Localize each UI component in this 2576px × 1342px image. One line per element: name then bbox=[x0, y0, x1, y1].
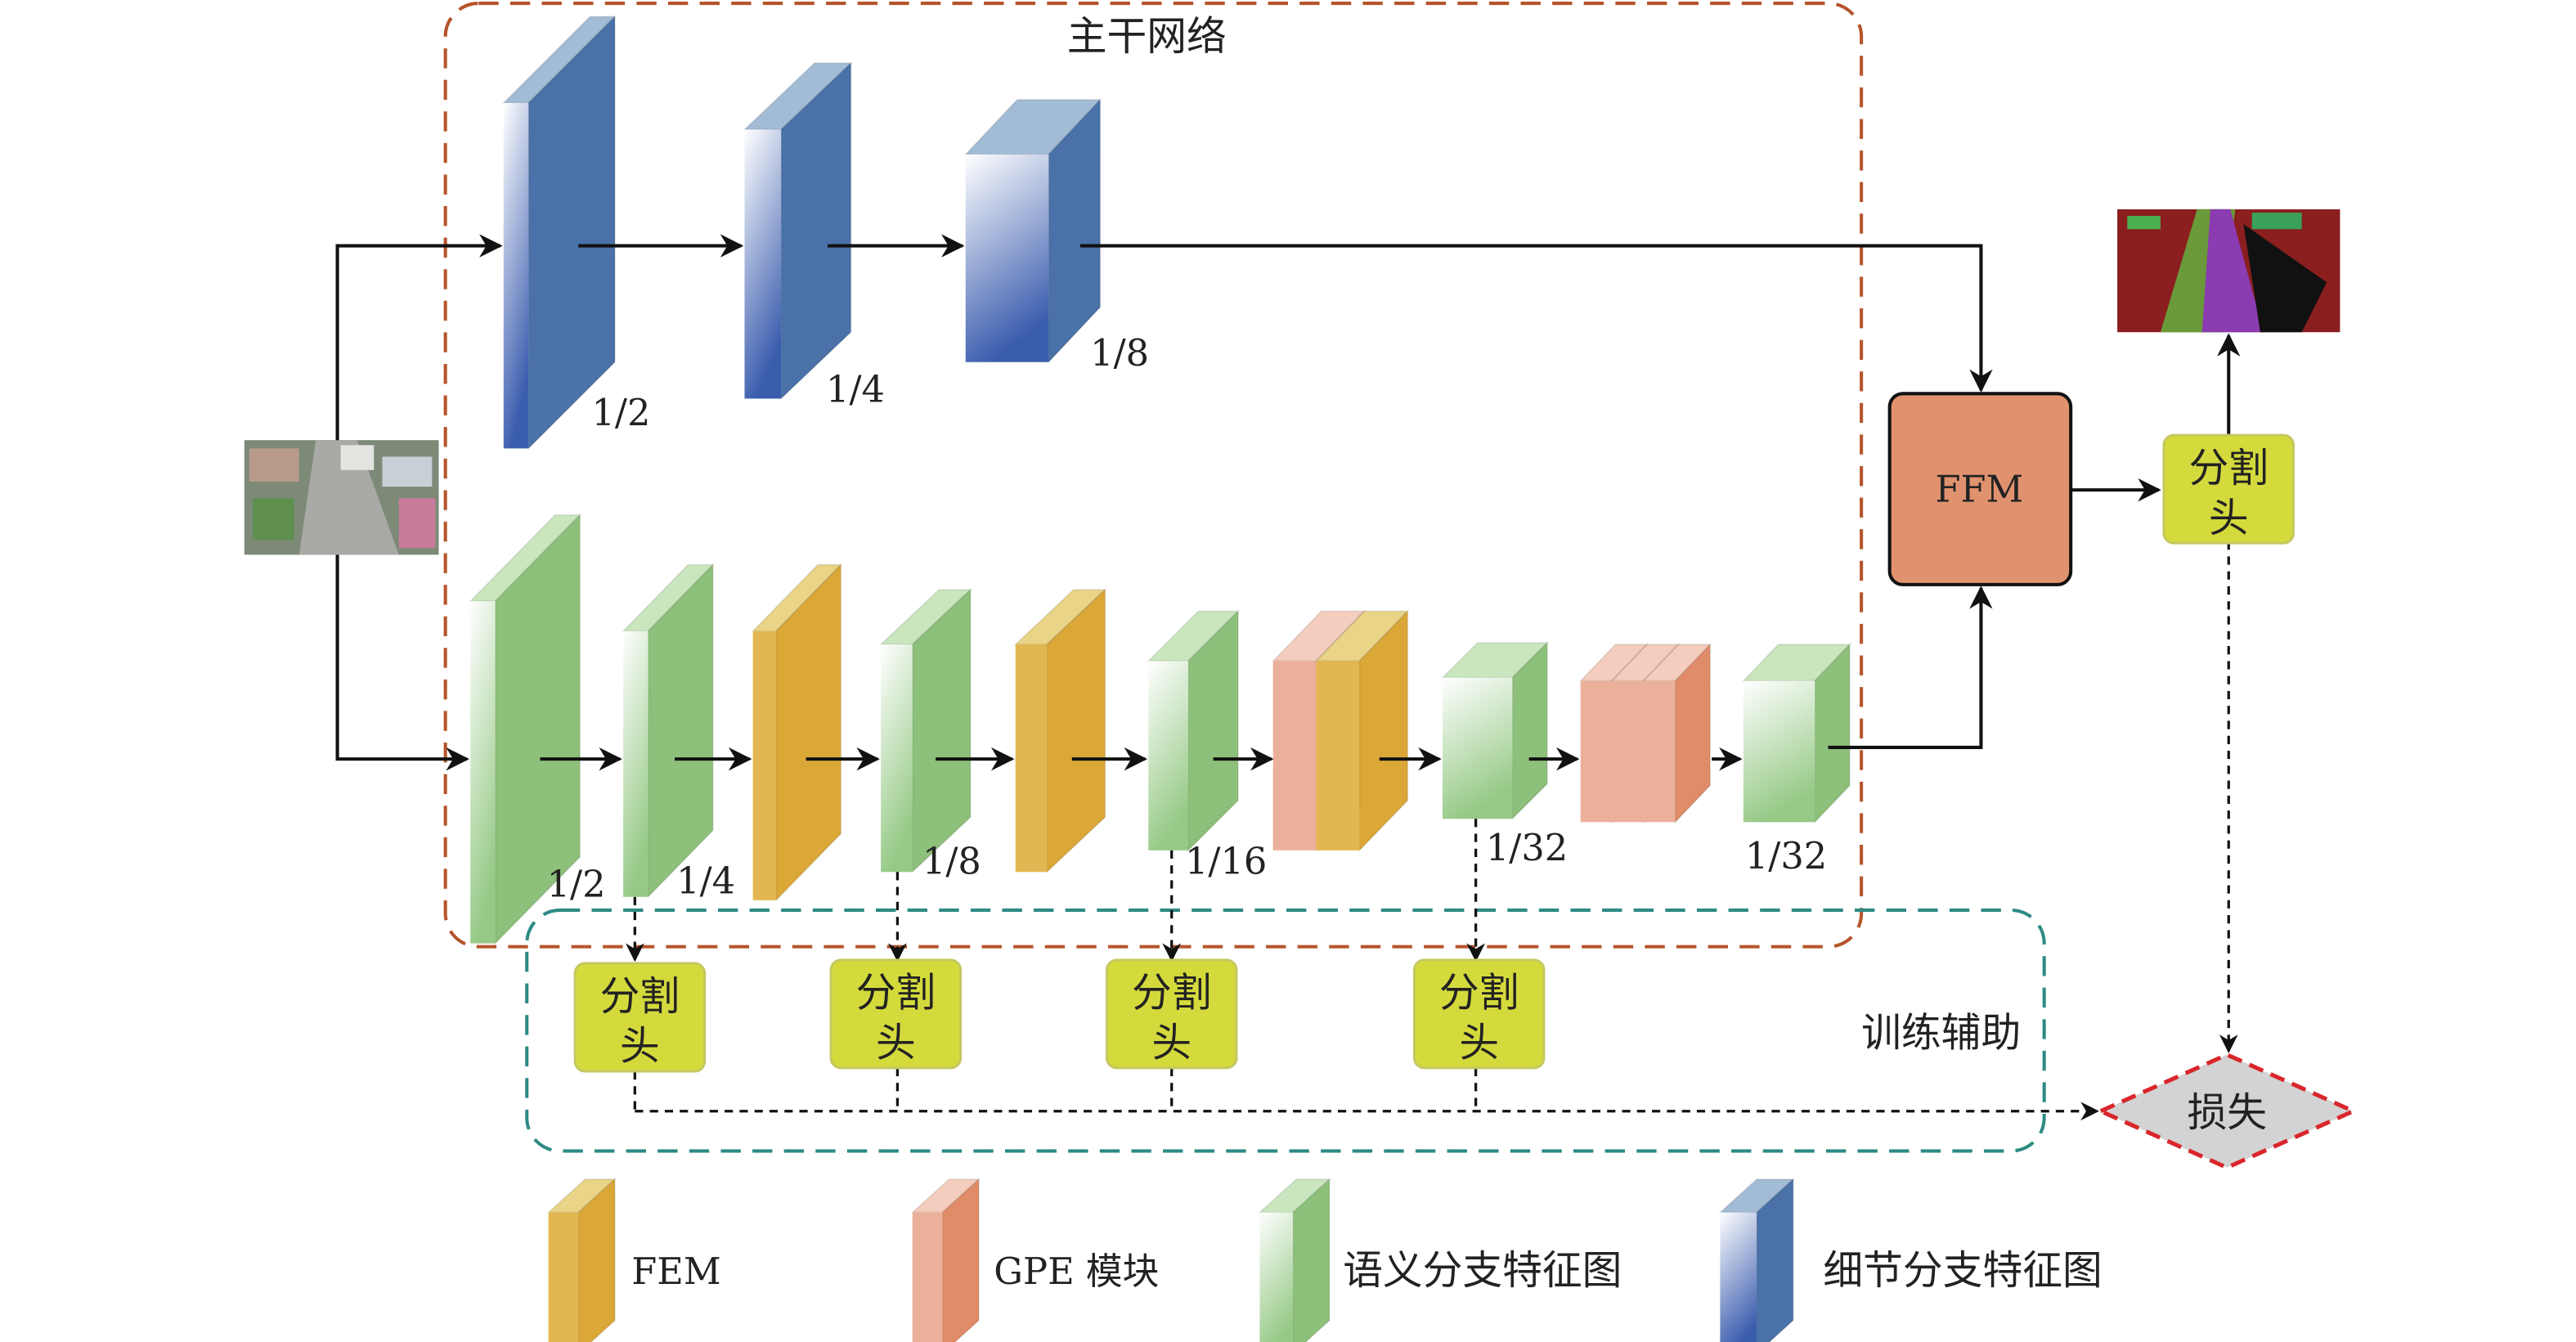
seg-head-aux-2: 分割头 bbox=[829, 958, 963, 1070]
loss-node: 损失 bbox=[2095, 1052, 2358, 1170]
ffm-module: FFM bbox=[1887, 392, 2073, 586]
backbone-region bbox=[443, 2, 1864, 949]
semantic-feature-map-3 bbox=[878, 587, 973, 874]
seg-head-label-line2: 头 bbox=[620, 1024, 660, 1070]
detail-scale-3: 1/8 bbox=[1090, 332, 1149, 375]
semantic-feature-map-4 bbox=[1146, 608, 1241, 853]
legend-fem-icon bbox=[546, 1177, 617, 1342]
legend-detail-icon bbox=[1717, 1177, 1796, 1342]
seg-head-label-line1: 分割 bbox=[2188, 446, 2269, 491]
seg-head-label-line2: 头 bbox=[1459, 1021, 1499, 1066]
gpe-block-2c bbox=[1641, 642, 1712, 824]
seg-head-label-line2: 头 bbox=[1151, 1021, 1192, 1066]
detail-feature-map-2 bbox=[742, 61, 854, 401]
output-segmentation-image bbox=[2117, 209, 2340, 333]
semantic-feature-map-5 bbox=[1440, 640, 1550, 821]
aux-training-title: 训练辅助 bbox=[1861, 1011, 2021, 1057]
fem-block-1 bbox=[751, 563, 843, 903]
legend-gpe-icon bbox=[910, 1177, 981, 1342]
detail-feature-map-1 bbox=[501, 14, 617, 451]
seg-head-label-line1: 分割 bbox=[600, 974, 680, 1020]
seg-head-label-line1: 分割 bbox=[1132, 971, 1212, 1017]
legend-semantic-label: 语义分支特征图 bbox=[1343, 1248, 1622, 1294]
seg-head-aux-1: 分割头 bbox=[573, 962, 707, 1073]
seg-head-label-line1: 分割 bbox=[856, 971, 936, 1017]
seg-head-aux-4: 分割头 bbox=[1412, 958, 1546, 1070]
legend-gpe-label: GPE 模块 bbox=[994, 1250, 1159, 1293]
semantic-feature-map-2 bbox=[621, 563, 716, 900]
seg-head-main: 分割头 bbox=[2162, 433, 2296, 545]
aux-dashed-connectors bbox=[625, 541, 2238, 1121]
semantic-scale-2: 1/4 bbox=[676, 860, 735, 903]
fem-block-2 bbox=[1013, 587, 1108, 874]
detail-scale-2: 1/4 bbox=[826, 369, 885, 411]
semantic-feature-map-6 bbox=[1741, 642, 1852, 824]
seg-head-aux-3: 分割头 bbox=[1105, 958, 1238, 1070]
seg-head-label-line2: 头 bbox=[876, 1021, 916, 1066]
semantic-scale-4: 1/16 bbox=[1185, 840, 1267, 882]
backbone-title: 主干网络 bbox=[1067, 14, 1227, 60]
legend-fem-label: FEM bbox=[631, 1250, 720, 1293]
fem-block-3 bbox=[1314, 608, 1410, 853]
seg-head-label-line1: 分割 bbox=[1439, 971, 1519, 1017]
legend-detail-label: 细节分支特征图 bbox=[1823, 1248, 2102, 1294]
connectors bbox=[335, 234, 2241, 771]
legend-semantic-icon bbox=[1257, 1177, 1332, 1342]
detail-feature-map-3 bbox=[963, 97, 1102, 365]
semantic-scale-5: 1/32 bbox=[1486, 827, 1568, 869]
aux-training-region bbox=[525, 908, 2046, 1153]
semantic-feature-map-1 bbox=[468, 513, 582, 946]
detail-scale-1: 1/2 bbox=[591, 392, 650, 434]
input-aerial-image bbox=[244, 440, 439, 555]
ffm-label: FFM bbox=[1936, 468, 2024, 510]
semantic-scale-6: 1/32 bbox=[1745, 835, 1827, 877]
seg-head-label-line2: 头 bbox=[2209, 496, 2249, 541]
semantic-scale-3: 1/8 bbox=[922, 840, 981, 882]
loss-label: 损失 bbox=[2187, 1090, 2267, 1136]
semantic-scale-1: 1/2 bbox=[547, 864, 606, 906]
